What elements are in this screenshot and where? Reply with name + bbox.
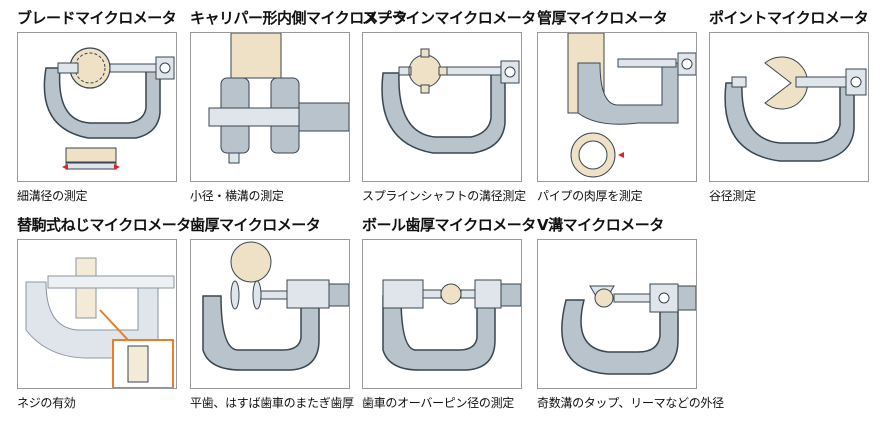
- card-title: ブレードマイクロメータ: [17, 9, 177, 27]
- caliper-inside-micrometer-illustration: [190, 32, 350, 182]
- card-title: 替駒式ねじマイクロメータ: [17, 216, 191, 234]
- tube-micrometer-illustration: [537, 32, 697, 182]
- ball-tooth-micrometer-illustration: [362, 239, 522, 389]
- card-caption: 谷径測定: [709, 189, 756, 203]
- gear-tooth-micrometer-illustration: [190, 239, 350, 389]
- card-title: ボール歯厚マイクロメータ: [362, 216, 536, 234]
- card-caption: パイプの肉厚を測定: [537, 189, 643, 203]
- card-title: 歯厚マイクロメータ: [190, 216, 321, 234]
- card-title: 管厚マイクロメータ: [537, 9, 668, 27]
- card-title: ポイントマイクロメータ: [709, 9, 869, 27]
- card-caption: 歯車のオーバーピン径の測定: [362, 396, 514, 410]
- card-title: スプラインマイクロメータ: [362, 9, 536, 27]
- card-caption: 小径・横溝の測定: [190, 189, 284, 203]
- card-caption: 奇数溝のタップ、リーマなどの外径: [537, 396, 724, 410]
- card-title: V溝マイクロメータ: [537, 216, 664, 234]
- card-caption: スプラインシャフトの溝径測定: [362, 189, 526, 203]
- thread-micrometer-illustration: [17, 239, 177, 389]
- v-groove-micrometer-illustration: [537, 239, 697, 389]
- card-title: キャリパー形内側マイクロメータ: [190, 9, 408, 27]
- card-caption: 平歯、はすば歯車のまたぎ歯厚: [190, 396, 354, 410]
- card-caption: 細溝径の測定: [17, 189, 88, 203]
- card-caption: ネジの有効: [17, 396, 76, 410]
- blade-micrometer-illustration: [17, 32, 177, 182]
- spline-micrometer-illustration: [362, 32, 522, 182]
- point-micrometer-illustration: [709, 32, 869, 182]
